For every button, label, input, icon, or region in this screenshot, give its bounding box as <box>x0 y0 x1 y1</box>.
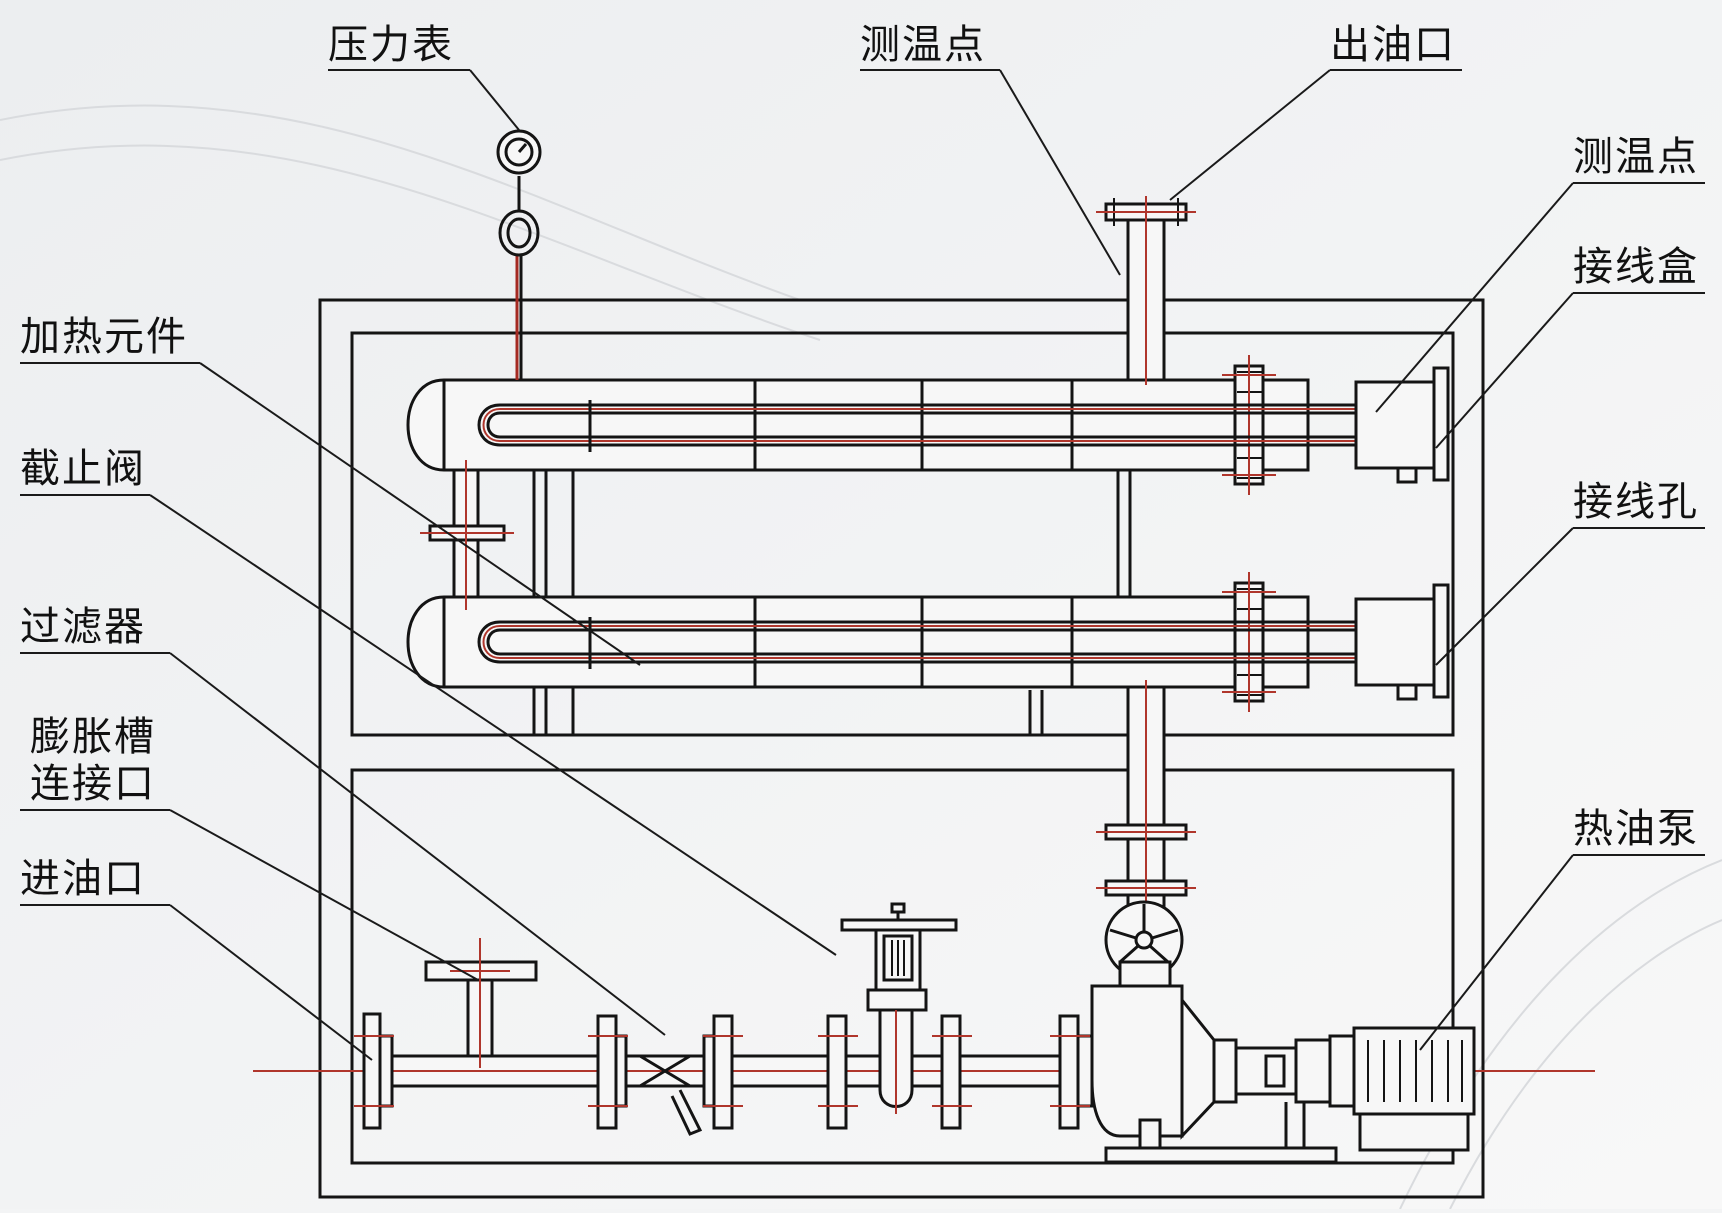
filter <box>588 1014 743 1136</box>
hot-oil-pump <box>1090 960 1338 1164</box>
pump-inlet-flange <box>1050 1014 1094 1130</box>
upper-heater-vessel <box>406 355 1310 495</box>
vessel-connector-pipe <box>420 460 514 610</box>
label-expansion-tank-line1: 膨胀槽 <box>30 714 156 760</box>
label-heating-element: 加热元件 <box>20 314 188 360</box>
label-temp-point-top: 测温点 <box>860 22 986 68</box>
label-wiring-hole: 接线孔 <box>1573 479 1699 525</box>
label-oil-inlet: 进油口 <box>20 856 146 902</box>
label-stop-valve: 截止阀 <box>20 446 146 492</box>
label-oil-outlet: 出油口 <box>1330 22 1456 68</box>
label-filter: 过滤器 <box>20 604 146 650</box>
lower-heater-vessel <box>406 572 1310 712</box>
upper-junction-box <box>1354 366 1450 484</box>
pump-motor <box>1328 1026 1476 1152</box>
outer-frame <box>318 298 1485 1199</box>
lower-compartment <box>350 768 1455 1165</box>
upper-compartment <box>350 331 1455 737</box>
lower-junction-box <box>1354 583 1450 701</box>
stop-valve <box>818 902 972 1130</box>
inlet-flange <box>354 1012 394 1130</box>
label-expansion-tank-line2: 连接口 <box>30 761 156 807</box>
label-junction-box: 接线盒 <box>1573 244 1699 290</box>
oil-outlet-pipe <box>1096 196 1196 385</box>
label-temp-point-right: 测温点 <box>1573 134 1699 180</box>
label-pressure-gauge: 压力表 <box>328 22 454 68</box>
label-hot-oil-pump: 热油泵 <box>1573 806 1699 852</box>
pressure-gauge <box>496 129 542 380</box>
leader-lines <box>20 69 1705 1061</box>
